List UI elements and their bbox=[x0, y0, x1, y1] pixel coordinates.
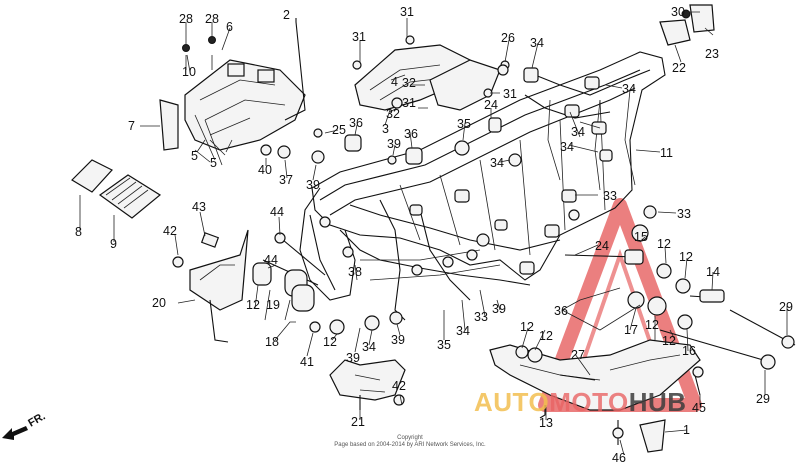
callout-29a: 29 bbox=[779, 300, 793, 314]
callout-34d: 34 bbox=[622, 82, 636, 96]
callout-12a: 12 bbox=[246, 298, 260, 312]
callout-24b: 24 bbox=[595, 239, 609, 253]
callout-20: 20 bbox=[152, 296, 166, 310]
callout-13: 13 bbox=[539, 416, 553, 430]
callout-34b: 34 bbox=[530, 36, 544, 50]
callout-31a: 31 bbox=[400, 5, 414, 19]
callout-7: 7 bbox=[128, 119, 135, 133]
callout-15: 15 bbox=[634, 230, 648, 244]
callout-42b: 42 bbox=[392, 379, 406, 393]
callout-32a: 32 bbox=[402, 76, 416, 90]
callout-36c: 36 bbox=[554, 304, 568, 318]
callout-10: 10 bbox=[182, 65, 196, 79]
callout-29b: 29 bbox=[756, 392, 770, 406]
rubber-mounts bbox=[311, 64, 657, 221]
callout-37: 37 bbox=[279, 173, 293, 187]
callout-3: 3 bbox=[382, 122, 389, 136]
callout-26: 26 bbox=[501, 31, 515, 45]
watermark-auto: AUTO bbox=[474, 387, 550, 417]
callout-42a: 42 bbox=[163, 224, 177, 238]
callout-14: 14 bbox=[706, 265, 720, 279]
callout-11: 11 bbox=[660, 146, 673, 160]
leader-lines bbox=[79, 11, 788, 456]
callout-38: 38 bbox=[348, 265, 362, 279]
callout-6: 6 bbox=[226, 20, 233, 34]
callout-9: 9 bbox=[110, 237, 117, 251]
callout-22: 22 bbox=[672, 61, 686, 75]
swingarm-pivot-parts bbox=[489, 224, 796, 453]
main-frame bbox=[299, 51, 666, 321]
callout-12h: 12 bbox=[539, 329, 553, 343]
callout-4: 4 bbox=[391, 75, 398, 89]
callout-39b: 39 bbox=[391, 333, 405, 347]
callout-44b: 44 bbox=[264, 253, 278, 267]
watermark-logo: AUTOMOTOHUB bbox=[474, 387, 687, 417]
callout-23: 23 bbox=[705, 47, 719, 61]
callout-34e: 34 bbox=[571, 125, 585, 139]
callout-34f: 34 bbox=[560, 140, 574, 154]
callout-28b: 28 bbox=[205, 12, 219, 26]
insulator-plates bbox=[71, 159, 162, 219]
callout-36b: 36 bbox=[404, 127, 418, 141]
callout-2: 2 bbox=[283, 8, 290, 22]
callout-34a: 34 bbox=[362, 340, 376, 354]
callout-34c: 34 bbox=[490, 156, 504, 170]
callout-12d: 12 bbox=[679, 250, 693, 264]
copyright-text: Page based on 2004-2014 by ARI Network S… bbox=[334, 442, 486, 448]
callout-12g: 12 bbox=[520, 320, 534, 334]
callout-18: 18 bbox=[265, 335, 279, 349]
callout-35b: 35 bbox=[437, 338, 451, 352]
callout-39d: 39 bbox=[306, 178, 320, 192]
callout-28a: 28 bbox=[179, 12, 193, 26]
bracket-assembly bbox=[159, 18, 306, 166]
callout-31c: 31 bbox=[402, 96, 416, 110]
callout-12c: 12 bbox=[657, 237, 671, 251]
callout-46: 46 bbox=[612, 451, 626, 465]
callout-17: 17 bbox=[624, 323, 638, 337]
callout-45: 45 bbox=[692, 401, 706, 415]
callout-24: 24 bbox=[484, 98, 498, 112]
callout-5b: 5 bbox=[210, 156, 217, 170]
callout-34g: 34 bbox=[456, 324, 470, 338]
copyright-top: Copyright bbox=[397, 435, 423, 441]
callout-39e: 39 bbox=[492, 302, 506, 316]
callout-33a: 33 bbox=[677, 207, 691, 221]
callout-33c: 33 bbox=[474, 310, 488, 324]
callout-25: 25 bbox=[332, 123, 346, 137]
callout-8: 8 bbox=[75, 225, 82, 239]
callout-39a: 39 bbox=[346, 351, 360, 365]
callout-27: 27 bbox=[571, 348, 585, 362]
engine-hangers-left bbox=[172, 229, 406, 410]
callout-1: 1 bbox=[683, 423, 690, 437]
callout-5a: 5 bbox=[191, 149, 198, 163]
callout-32b: 32 bbox=[386, 107, 400, 121]
front-arrow-icon bbox=[2, 426, 28, 440]
watermark-moto: MOTO bbox=[549, 387, 629, 417]
callout-36a: 36 bbox=[349, 116, 363, 130]
callout-30: 30 bbox=[671, 5, 685, 19]
callout-33b: 33 bbox=[603, 189, 617, 203]
callout-21: 21 bbox=[351, 415, 365, 429]
watermark-hub: HUB bbox=[628, 387, 687, 417]
callout-44a: 44 bbox=[270, 205, 284, 219]
callout-16: 16 bbox=[682, 344, 696, 358]
callout-12f: 12 bbox=[662, 334, 676, 348]
callout-12e: 12 bbox=[645, 318, 659, 332]
callout-31d: 31 bbox=[503, 87, 517, 101]
callout-19: 19 bbox=[266, 298, 280, 312]
callout-40: 40 bbox=[258, 163, 272, 177]
callout-39c: 39 bbox=[387, 137, 401, 151]
callout-35a: 35 bbox=[457, 117, 471, 131]
callout-12b: 12 bbox=[323, 335, 337, 349]
callout-41: 41 bbox=[300, 355, 314, 369]
callout-31b: 31 bbox=[352, 30, 366, 44]
copyright-notice: Copyright Page based on 2004-2014 by ARI… bbox=[315, 435, 505, 449]
callout-43: 43 bbox=[192, 200, 206, 214]
